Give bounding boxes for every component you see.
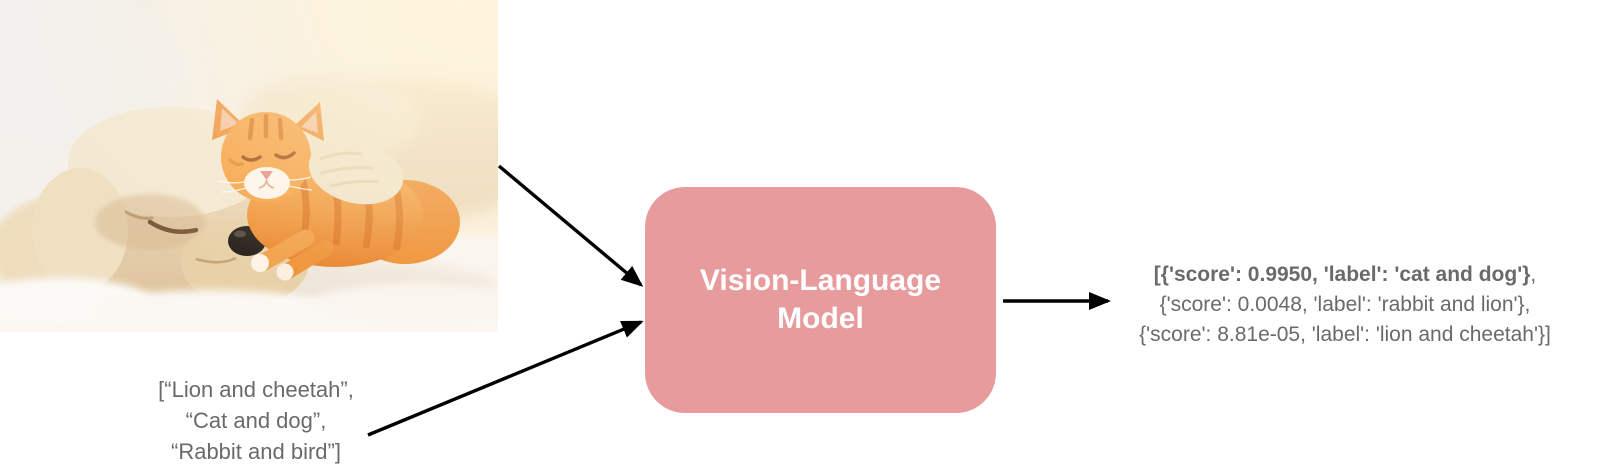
image-to-model-arrow bbox=[497, 164, 644, 287]
candidate-labels-line: “Rabbit and bird”] bbox=[171, 439, 341, 464]
output-result-top-bold: [{'score': 0.9950, 'label': 'cat and dog… bbox=[1153, 263, 1531, 286]
puppy-kitten-illustration bbox=[0, 0, 498, 332]
candidate-labels-text: [“Lion and cheetah”, “Cat and dog”, “Rab… bbox=[106, 374, 406, 467]
vision-language-model-box: Vision-Language Model bbox=[645, 187, 996, 413]
output-result-top-tail: , bbox=[1530, 263, 1537, 286]
output-result-top: [{'score': 0.9950, 'label': 'cat and dog… bbox=[1080, 260, 1600, 290]
labels-to-model-arrow bbox=[367, 320, 644, 437]
model-label-line: Vision-Language bbox=[699, 264, 942, 297]
warm-light-overlay bbox=[0, 0, 498, 332]
output-result-second: {'score': 0.0048, 'label': 'rabbit and l… bbox=[1159, 293, 1531, 316]
model-box-label: Vision-Language Model bbox=[700, 262, 941, 338]
puppy-kitten-photo bbox=[0, 0, 498, 332]
candidate-labels-line: “Cat and dog”, bbox=[185, 408, 327, 433]
output-result-third: {'score': 8.81e-05, 'label': 'lion and c… bbox=[1139, 323, 1551, 346]
candidate-labels-line: [“Lion and cheetah”, bbox=[158, 377, 354, 402]
model-output-text: [{'score': 0.9950, 'label': 'cat and dog… bbox=[1080, 260, 1600, 350]
model-label-line: Model bbox=[777, 302, 864, 335]
